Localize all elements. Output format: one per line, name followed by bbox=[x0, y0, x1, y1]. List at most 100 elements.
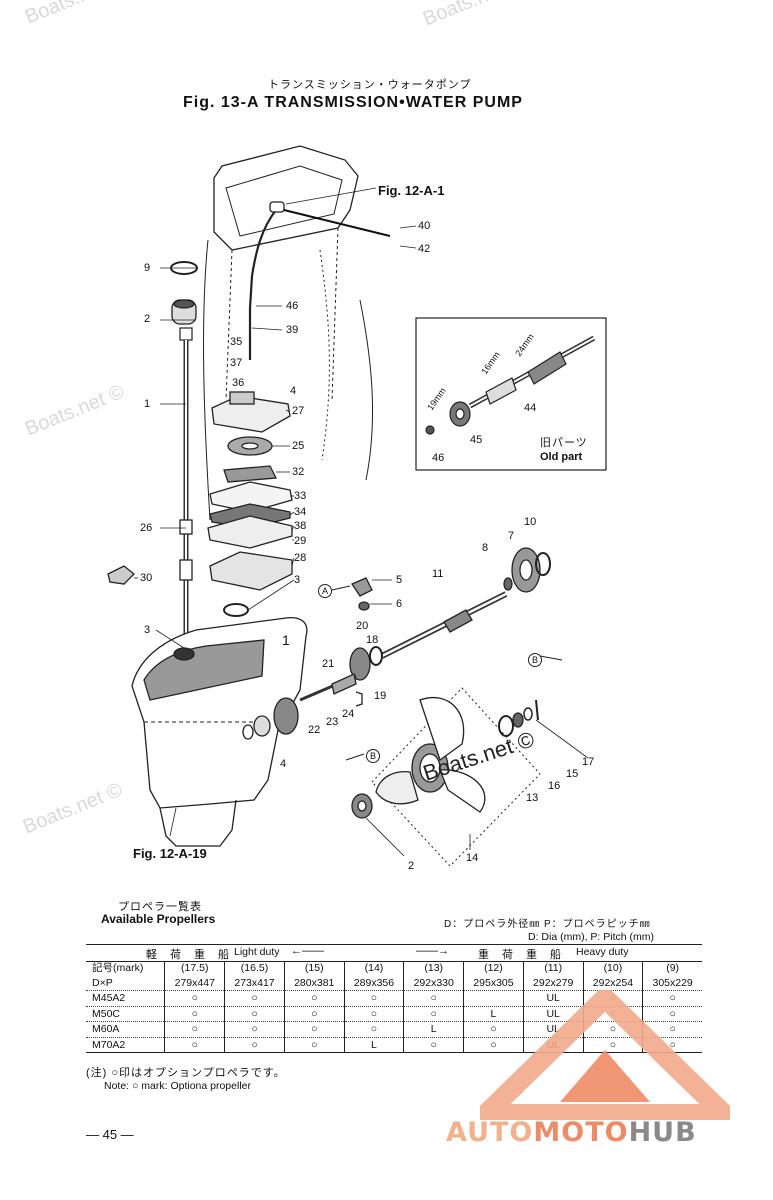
callout-label: 5 bbox=[396, 574, 403, 586]
callout-label: 17 bbox=[582, 756, 595, 768]
table-cell: 292x330 bbox=[403, 975, 464, 991]
callout-label: 1 bbox=[282, 632, 290, 648]
callout-label: 29 bbox=[294, 535, 307, 547]
table-cell: 295x305 bbox=[463, 975, 524, 991]
table-cell: ○ bbox=[463, 1021, 524, 1038]
page-title: Fig. 13-A TRANSMISSION•WATER PUMP bbox=[183, 94, 523, 111]
callout-label: 19 bbox=[374, 690, 387, 702]
table-cell: 280x381 bbox=[283, 975, 345, 991]
view-marker-a: A bbox=[318, 584, 332, 598]
table-cell: (16.5) bbox=[224, 961, 285, 976]
callout-label: 44 bbox=[524, 402, 537, 414]
heavy-duty-label: Heavy duty bbox=[576, 946, 629, 958]
callout-label: 25 bbox=[292, 440, 305, 452]
table-cell: ○ bbox=[403, 1006, 464, 1022]
table-cell: 292x279 bbox=[522, 975, 584, 991]
callout-label: 38 bbox=[294, 520, 307, 532]
table-cell: (10) bbox=[582, 961, 643, 976]
table-cell: UL bbox=[522, 1006, 584, 1022]
arrow-right-icon: ——→ bbox=[416, 945, 449, 957]
callout-label: 40 bbox=[418, 220, 431, 232]
table-row: M50C ○ ○ ○ ○ ○ L UL ○ ○ bbox=[86, 1006, 702, 1022]
automotohub-logo-triangle-icon bbox=[480, 990, 730, 1120]
table-cell: ○ bbox=[582, 1037, 643, 1053]
callout-label: 36 bbox=[232, 377, 245, 389]
callout-label: 9 bbox=[144, 262, 151, 274]
table-cell: ○ bbox=[283, 990, 345, 1007]
table-cell: ○ bbox=[164, 1006, 225, 1022]
table-cell: (9) bbox=[642, 961, 702, 976]
note: Note: ○ mark: Optiona propeller bbox=[104, 1080, 251, 1092]
table-cell: (15) bbox=[283, 961, 345, 976]
callout-label: 21 bbox=[322, 658, 335, 670]
model-cell: M70A2 bbox=[92, 1038, 126, 1051]
table-cell: ○ bbox=[343, 1021, 404, 1038]
callout-label: 10 bbox=[524, 516, 537, 528]
callout-label: 3 bbox=[294, 574, 301, 586]
title-japanese: トランスミッション・ウォータポンプ bbox=[268, 79, 472, 91]
table-cell: (11) bbox=[522, 961, 584, 976]
table-cell: ○ bbox=[642, 990, 702, 1007]
brand-part: MOTO bbox=[533, 1117, 629, 1148]
callout-label: 16 bbox=[548, 780, 561, 792]
propellers-legend: D: Dia (mm), P: Pitch (mm) bbox=[528, 931, 654, 943]
callout-label: 30 bbox=[140, 572, 153, 584]
table-cell: ○ bbox=[403, 1037, 464, 1053]
duty-header: 軽 荷 重 船 Light duty ←—— ——→ 重 荷 重 船 Heavy… bbox=[86, 944, 702, 962]
table-cell: (17.5) bbox=[164, 961, 225, 976]
table-row: M60A ○ ○ ○ ○ L ○ UL ○ ○ bbox=[86, 1021, 702, 1038]
table-cell: ○ bbox=[224, 1006, 285, 1022]
propeller-blade bbox=[419, 697, 465, 762]
callout-label: 45 bbox=[470, 434, 483, 446]
callout-label: 34 bbox=[294, 506, 307, 518]
table-cell: ○ bbox=[224, 1037, 285, 1053]
table-cell: ○ bbox=[463, 1037, 524, 1053]
table-cell: ○ bbox=[283, 1037, 345, 1053]
model-cell: M45A2 bbox=[86, 990, 165, 1007]
callout-label: 32 bbox=[292, 466, 305, 478]
table-cell: L bbox=[403, 1021, 464, 1038]
callout-label: 42 bbox=[418, 243, 431, 255]
callout-label: 37 bbox=[230, 357, 243, 369]
row-header: D×P bbox=[86, 975, 165, 991]
table-cell: ○ bbox=[642, 1006, 702, 1022]
table-row: D×P 279x447 273x417 280x381 289x356 292x… bbox=[86, 975, 702, 991]
table-cell: 305x229 bbox=[642, 975, 702, 991]
callout-label: 14 bbox=[466, 852, 479, 864]
brand-part: HUB bbox=[628, 1117, 697, 1148]
table-cell bbox=[463, 990, 524, 1007]
table-cell: UL bbox=[522, 990, 584, 1007]
callout-label: 4 bbox=[290, 385, 297, 397]
table-cell: ○ bbox=[403, 990, 464, 1007]
table-cell: ○ bbox=[224, 1021, 285, 1038]
callout-label: 15 bbox=[566, 768, 579, 780]
table-cell: 279x447 bbox=[164, 975, 225, 991]
callout-label: 46 bbox=[432, 452, 445, 464]
model-cell: M60A bbox=[86, 1021, 165, 1038]
view-marker-b: B bbox=[366, 749, 380, 763]
table-cell: ○ bbox=[164, 990, 225, 1007]
view-marker-b: B bbox=[528, 653, 542, 667]
callout-label: 22 bbox=[308, 724, 321, 736]
callout-label: 28 bbox=[294, 552, 307, 564]
table-cell: ○ bbox=[164, 1021, 225, 1038]
table-cell: ○ bbox=[343, 990, 404, 1007]
brand-part: AUTO bbox=[446, 1117, 534, 1148]
exploded-parts-diagram bbox=[107, 145, 607, 867]
table-cell: (13) bbox=[403, 961, 464, 976]
callout-label: 33 bbox=[294, 490, 307, 502]
table-cell: ○ bbox=[283, 1006, 345, 1022]
model-cell: M50C bbox=[86, 1006, 165, 1022]
old-part-inset bbox=[415, 317, 607, 471]
table-cell: (14) bbox=[343, 961, 404, 976]
propellers-legend-japanese: D：プロペラ外径㎜ P：プロペラピッチ㎜ bbox=[444, 919, 651, 930]
callout-label: 4 bbox=[280, 758, 287, 770]
propellers-heading: Available Propellers bbox=[101, 912, 216, 926]
row-header: 記号(mark) bbox=[92, 962, 144, 974]
note-japanese: (注) ○印はオプションプロペラです。 bbox=[86, 1067, 286, 1079]
callout-label: 20 bbox=[356, 620, 369, 632]
table-cell: (12) bbox=[463, 961, 524, 976]
table-cell: L bbox=[343, 1037, 404, 1053]
callout-label: 35 bbox=[230, 336, 243, 348]
callout-label: 13 bbox=[526, 792, 539, 804]
